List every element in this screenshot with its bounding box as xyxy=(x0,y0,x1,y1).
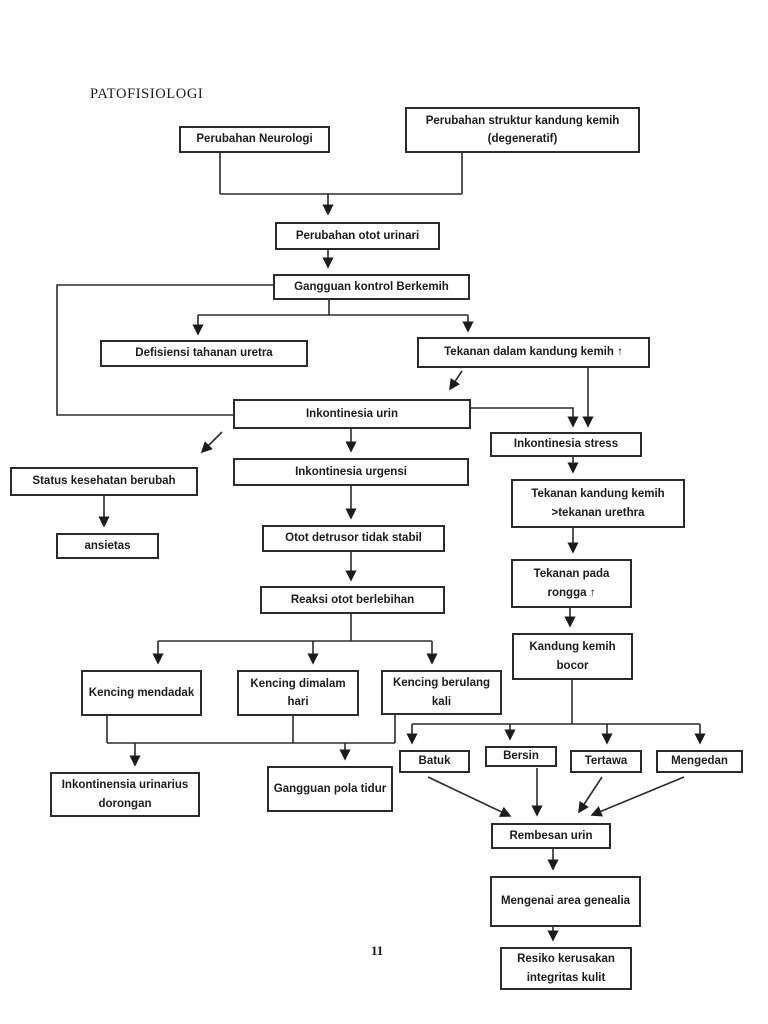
node-inkontinensia-urinarius-dorongan: Inkontinensia urinarius dorongan xyxy=(50,772,200,817)
node-status-kesehatan-berubah: Status kesehatan berubah xyxy=(10,467,198,496)
node-resiko-kerusakan-integritas-kulit: Resiko kerusakan integritas kulit xyxy=(500,947,632,990)
page-title: PATOFISIOLOGI xyxy=(90,86,204,102)
node-inkontinesia-stress: Inkontinesia stress xyxy=(490,432,642,457)
node-tekanan-kandung-kemih-urethra: Tekanan kandung kemih >tekanan urethra xyxy=(511,479,685,528)
node-perubahan-otot-urinari: Perubahan otot urinari xyxy=(275,222,440,250)
node-otot-detrusor-tidak-stabil: Otot detrusor tidak stabil xyxy=(262,525,445,552)
node-perubahan-neurologi: Perubahan Neurologi xyxy=(179,126,330,153)
node-perubahan-struktur-kandung-kemih: Perubahan struktur kandung kemih (degene… xyxy=(405,107,640,153)
node-gangguan-pola-tidur: Gangguan pola tidur xyxy=(267,766,393,812)
node-ansietas: ansietas xyxy=(56,533,159,559)
node-kandung-kemih-bocor: Kandung kemih bocor xyxy=(512,633,633,680)
node-defisiensi-tahanan-uretra: Defisiensi tahanan uretra xyxy=(100,340,308,367)
node-inkontinesia-urin: Inkontinesia urin xyxy=(233,399,471,429)
node-rembesan-urin: Rembesan urin xyxy=(491,823,611,849)
node-batuk: Batuk xyxy=(399,750,470,773)
node-bersin: Bersin xyxy=(485,746,557,767)
node-reaksi-otot-berlebihan: Reaksi otot berlebihan xyxy=(260,586,445,614)
node-kencing-berulang-kali: Kencing berulang kali xyxy=(381,670,502,715)
node-tekanan-pada-rongga: Tekanan pada rongga ↑ xyxy=(511,559,632,608)
page-number: 11 xyxy=(371,943,384,958)
node-mengedan: Mengedan xyxy=(656,750,743,773)
node-inkontinesia-urgensi: Inkontinesia urgensi xyxy=(233,458,469,486)
node-tertawa: Tertawa xyxy=(570,750,642,773)
node-tekanan-dalam-kandung-kemih: Tekanan dalam kandung kemih ↑ xyxy=(417,337,650,368)
node-kencing-dimalam-hari: Kencing dimalam hari xyxy=(237,670,359,716)
node-kencing-mendadak: Kencing mendadak xyxy=(81,670,202,716)
node-mengenai-area-genealia: Mengenai area genealia xyxy=(490,876,641,927)
node-gangguan-kontrol-berkemih: Gangguan kontrol Berkemih xyxy=(273,274,470,300)
